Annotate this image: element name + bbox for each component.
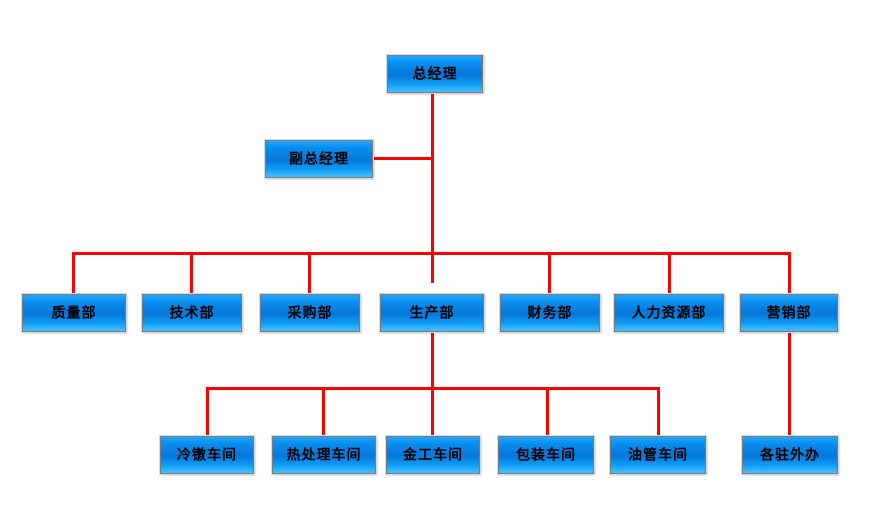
connector-gm-trunk — [431, 93, 434, 283]
org-node-label: 总经理 — [412, 65, 458, 82]
connector-tech-drop — [190, 252, 193, 294]
connector-metal-drop — [431, 387, 434, 436]
org-node-purchase[interactable]: 采购部 — [260, 294, 360, 332]
connector-market-drop — [788, 252, 791, 294]
org-node-label: 营销部 — [766, 304, 812, 321]
org-node-package[interactable]: 包装车间 — [498, 436, 594, 474]
org-node-label: 金工车间 — [403, 446, 463, 463]
org-node-label: 质量部 — [51, 304, 97, 321]
connector-heat-drop — [322, 387, 325, 436]
connector-level3-bus — [72, 252, 788, 255]
connector-produce-stem — [431, 332, 434, 388]
org-node-tech[interactable]: 技术部 — [142, 294, 242, 332]
org-node-label: 热处理车间 — [286, 446, 362, 463]
org-node-oilpipe[interactable]: 油管车间 — [610, 436, 706, 474]
org-node-produce[interactable]: 生产部 — [380, 294, 484, 332]
org-node-market[interactable]: 营销部 — [740, 294, 838, 332]
org-node-label: 冷镦车间 — [177, 446, 237, 463]
org-node-outpost[interactable]: 各驻外办 — [742, 436, 838, 474]
org-node-gm[interactable]: 总经理 — [387, 55, 483, 93]
connector-package-drop — [546, 387, 549, 436]
org-node-finance[interactable]: 财务部 — [500, 294, 600, 332]
connector-cold-drop — [206, 387, 209, 436]
org-node-label: 各驻外办 — [760, 446, 820, 463]
connector-finance-drop — [548, 252, 551, 294]
org-node-label: 采购部 — [287, 304, 333, 321]
org-node-label: 生产部 — [409, 304, 455, 321]
connector-market-stem — [788, 332, 791, 436]
org-node-label: 油管车间 — [628, 446, 688, 463]
org-node-dgm[interactable]: 副总经理 — [265, 140, 373, 178]
connector-quality-drop — [72, 252, 75, 294]
org-node-metal[interactable]: 金工车间 — [386, 436, 480, 474]
connector-dgm-link — [373, 157, 433, 160]
connector-purchase-drop — [308, 252, 311, 294]
org-node-label: 财务部 — [527, 304, 573, 321]
org-node-label: 技术部 — [169, 304, 215, 321]
org-node-label: 人力资源部 — [631, 304, 707, 321]
connector-oilpipe-drop — [657, 387, 660, 436]
connector-hr-drop — [668, 252, 671, 294]
org-node-label: 副总经理 — [289, 150, 349, 167]
org-node-cold[interactable]: 冷镦车间 — [160, 436, 254, 474]
org-node-label: 包装车间 — [516, 446, 576, 463]
org-node-heat[interactable]: 热处理车间 — [272, 436, 376, 474]
org-node-hr[interactable]: 人力资源部 — [614, 294, 724, 332]
org-node-quality[interactable]: 质量部 — [22, 294, 126, 332]
